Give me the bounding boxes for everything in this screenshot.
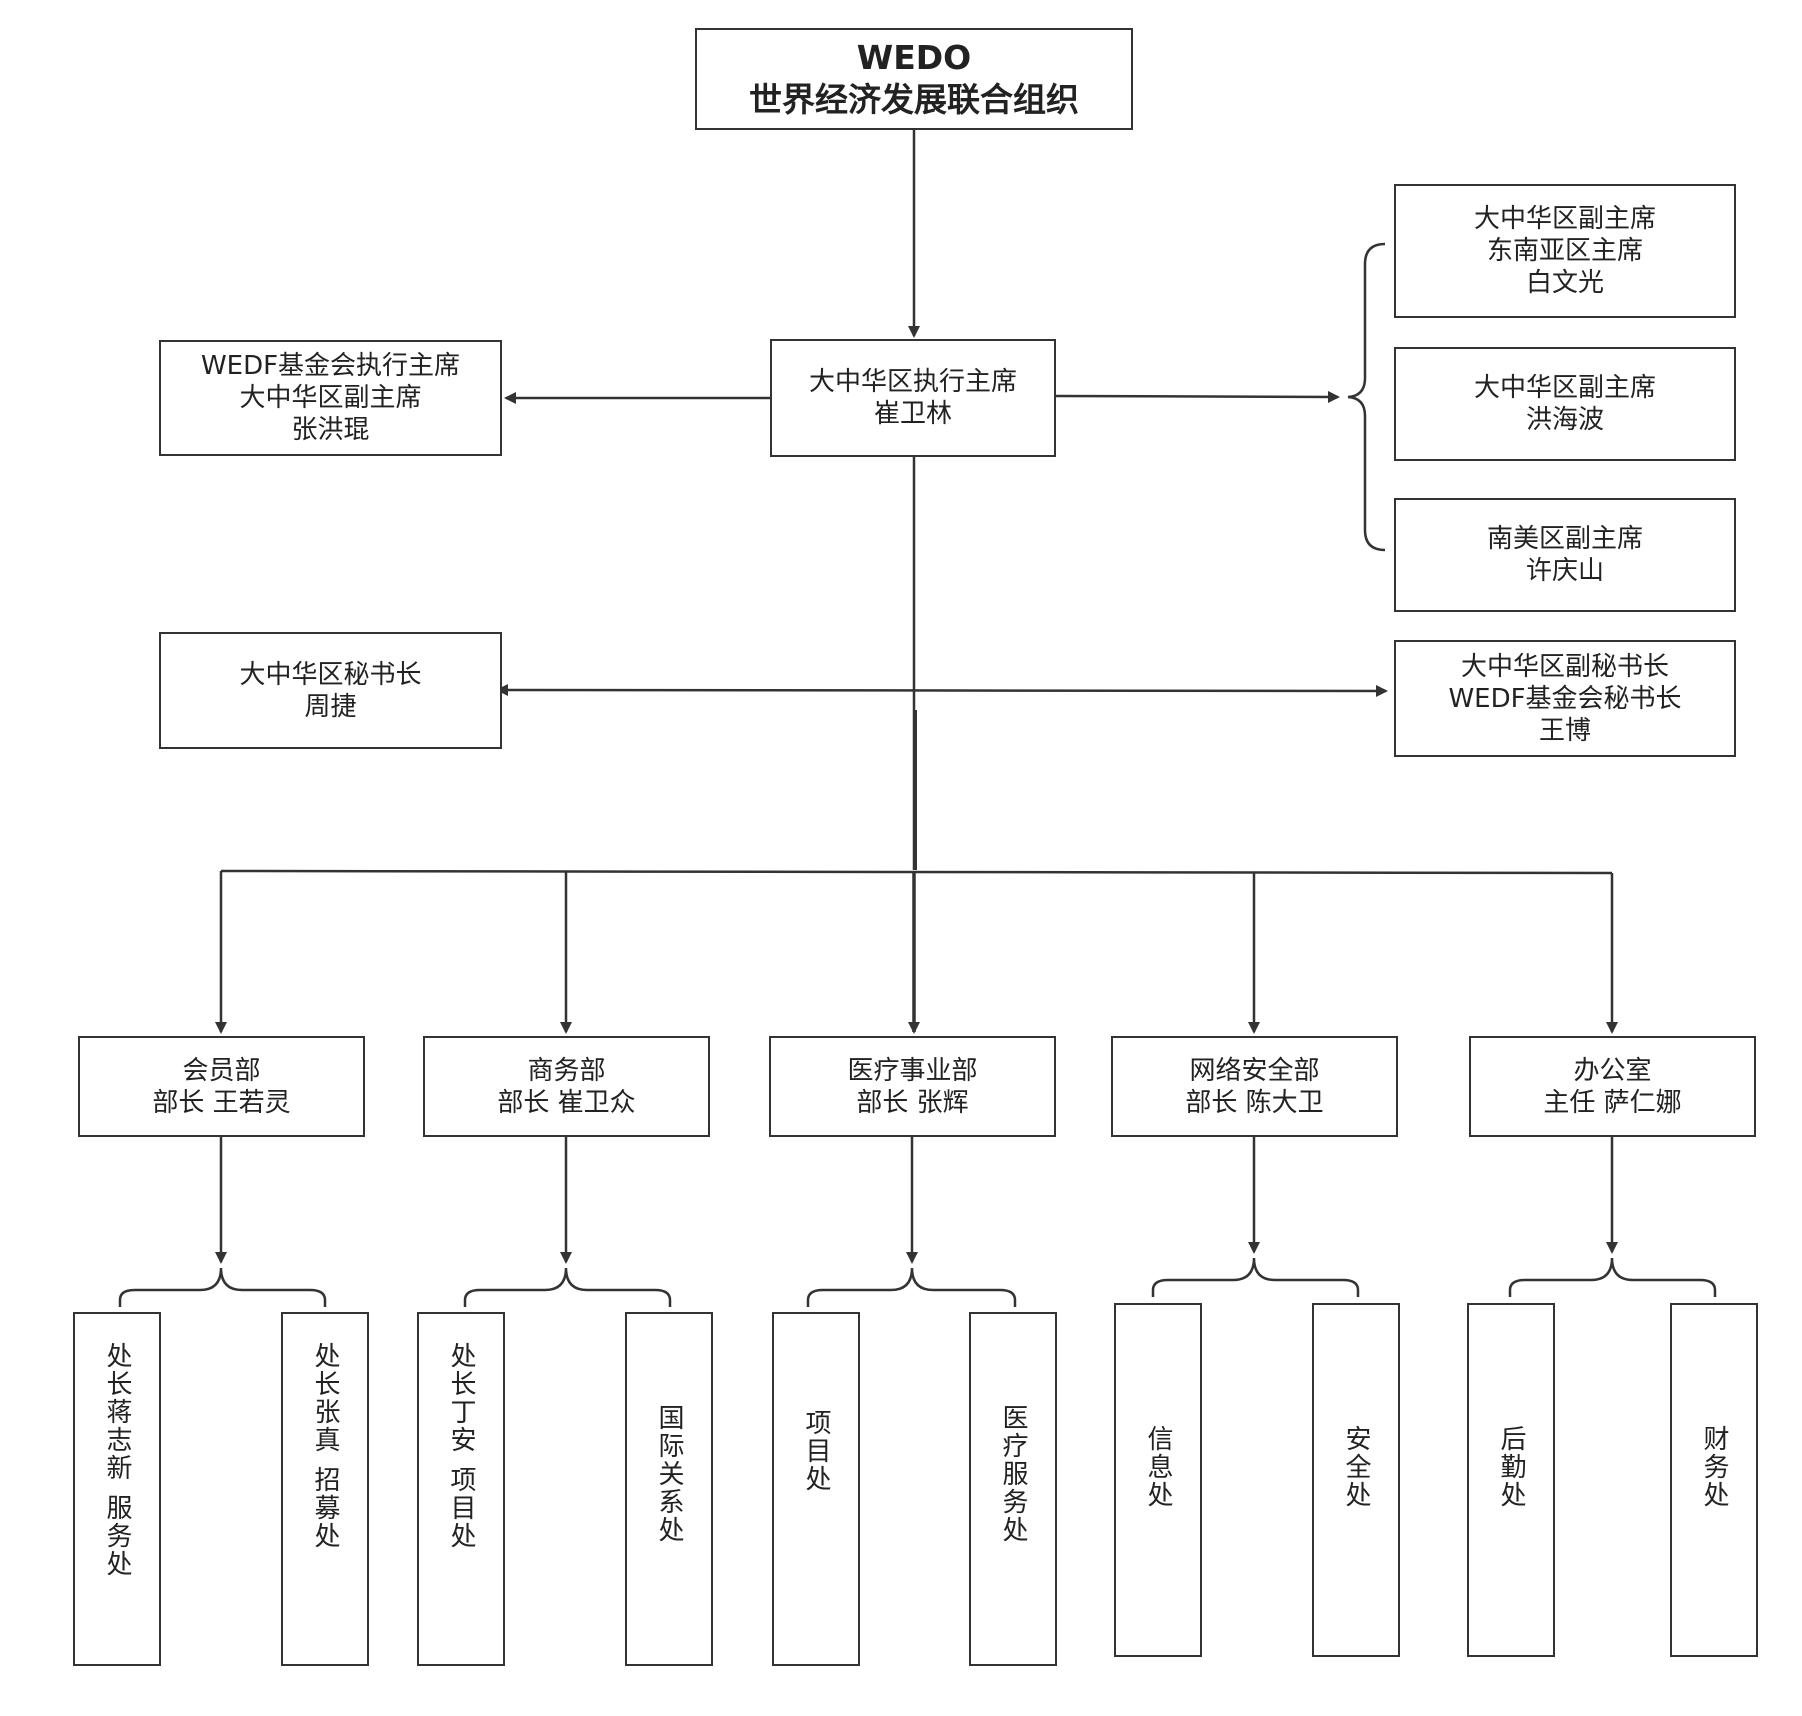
vp2-line2: 洪海波 bbox=[1525, 405, 1604, 435]
dept-head: 部长 王若灵 bbox=[152, 1087, 291, 1118]
office-name: 财务处 bbox=[1699, 1425, 1729, 1509]
vp2-box: 大中华区副主席 洪海波 bbox=[1394, 347, 1736, 461]
dept-name: 会员部 bbox=[182, 1055, 261, 1086]
arrow-secretary-deputy bbox=[496, 684, 1388, 697]
office-name: 招募处 bbox=[310, 1466, 340, 1550]
office-service-box: 服务处 处长蒋志新 bbox=[73, 1312, 161, 1666]
brace-vps bbox=[1347, 242, 1386, 552]
dept-name: 网络安全部 bbox=[1189, 1055, 1320, 1086]
office-biz-project-box: 项目处 处长丁安 bbox=[417, 1312, 505, 1666]
wedf-exec-line1: WEDF基金会执行主席 bbox=[200, 351, 461, 381]
brace-member bbox=[118, 1267, 327, 1307]
dept-network-box: 网络安全部 部长 陈大卫 bbox=[1111, 1036, 1398, 1137]
office-head: 处长蒋志新 bbox=[102, 1342, 132, 1482]
office-recruit-box: 招募处 处长张真 bbox=[281, 1312, 369, 1666]
arrow-exec-to-vps bbox=[1055, 390, 1340, 403]
vp1-box: 大中华区副主席 东南亚区主席 白文光 bbox=[1394, 184, 1736, 318]
dept-office-box: 办公室 主任 萨仁娜 bbox=[1469, 1036, 1756, 1137]
department-bus bbox=[220, 869, 1613, 875]
office-med-project-box: 项目处 bbox=[772, 1312, 860, 1666]
brace-office bbox=[1508, 1257, 1717, 1297]
dept-name: 商务部 bbox=[527, 1055, 606, 1086]
office-logistics-box: 后勤处 bbox=[1467, 1303, 1555, 1657]
office-name: 医疗服务处 bbox=[998, 1404, 1028, 1544]
deputy-secretary-line1: 大中华区副秘书长 bbox=[1460, 651, 1669, 682]
wedf-exec-box: WEDF基金会执行主席 大中华区副主席 张洪琨 bbox=[159, 340, 502, 456]
exec-chairman-box: 大中华区执行主席 崔卫林 bbox=[770, 339, 1056, 457]
secretary-box: 大中华区秘书长 周捷 bbox=[159, 632, 502, 749]
office-head: 处长丁安 bbox=[446, 1342, 476, 1454]
office-info-box: 信息处 bbox=[1114, 1303, 1202, 1657]
dept-head: 部长 张辉 bbox=[856, 1087, 969, 1118]
exec-line1: 大中华区执行主席 bbox=[808, 367, 1017, 397]
vp1-line1: 大中华区副主席 bbox=[1473, 204, 1656, 234]
brace-network bbox=[1151, 1257, 1360, 1297]
dept-business-box: 商务部 部长 崔卫众 bbox=[423, 1036, 710, 1137]
deputy-secretary-line3: 王博 bbox=[1538, 715, 1591, 746]
deputy-secretary-line2: WEDF基金会秘书长 bbox=[1448, 683, 1682, 714]
wedf-exec-line3: 张洪琨 bbox=[291, 415, 370, 445]
dept-head: 主任 萨仁娜 bbox=[1543, 1087, 1682, 1118]
brace-business bbox=[463, 1267, 672, 1307]
vp1-line3: 白文光 bbox=[1525, 268, 1604, 298]
dept-member-box: 会员部 部长 王若灵 bbox=[78, 1036, 365, 1137]
office-name: 国际关系处 bbox=[654, 1404, 684, 1544]
office-name: 信息处 bbox=[1143, 1425, 1173, 1509]
vp2-line1: 大中华区副主席 bbox=[1473, 373, 1656, 403]
office-name: 安全处 bbox=[1341, 1425, 1371, 1509]
top-org-box: WEDO 世界经济发展联合组织 bbox=[695, 28, 1133, 130]
vp3-line1: 南美区副主席 bbox=[1486, 524, 1643, 554]
vp1-line2: 东南亚区主席 bbox=[1486, 236, 1643, 266]
brace-medical bbox=[806, 1267, 1017, 1307]
wedf-exec-line2: 大中华区副主席 bbox=[239, 383, 422, 413]
office-finance-box: 财务处 bbox=[1670, 1303, 1758, 1657]
vp3-line2: 许庆山 bbox=[1525, 556, 1604, 586]
exec-line2: 崔卫林 bbox=[873, 399, 952, 429]
office-intl-box: 国际关系处 bbox=[625, 1312, 713, 1666]
office-name: 项目处 bbox=[801, 1409, 831, 1493]
dept-head: 部长 陈大卫 bbox=[1185, 1087, 1324, 1118]
dept-medical-box: 医疗事业部 部长 张辉 bbox=[769, 1036, 1056, 1137]
office-security-box: 安全处 bbox=[1312, 1303, 1400, 1657]
deputy-secretary-box: 大中华区副秘书长 WEDF基金会秘书长 王博 bbox=[1394, 640, 1736, 757]
dept-name: 办公室 bbox=[1573, 1055, 1652, 1086]
office-head: 处长张真 bbox=[310, 1342, 340, 1454]
dept-name: 医疗事业部 bbox=[847, 1055, 978, 1086]
secretary-line2: 周捷 bbox=[304, 691, 357, 722]
top-org-line1: WEDO bbox=[856, 38, 972, 77]
top-org-line2: 世界经济发展联合组织 bbox=[749, 80, 1079, 119]
vp3-box: 南美区副主席 许庆山 bbox=[1394, 498, 1736, 612]
office-med-service-box: 医疗服务处 bbox=[969, 1312, 1057, 1666]
office-name: 项目处 bbox=[446, 1466, 476, 1550]
office-name: 服务处 bbox=[102, 1494, 132, 1578]
dept-head: 部长 崔卫众 bbox=[497, 1087, 636, 1118]
office-name: 后勤处 bbox=[1496, 1425, 1526, 1509]
secretary-line1: 大中华区秘书长 bbox=[239, 659, 422, 690]
